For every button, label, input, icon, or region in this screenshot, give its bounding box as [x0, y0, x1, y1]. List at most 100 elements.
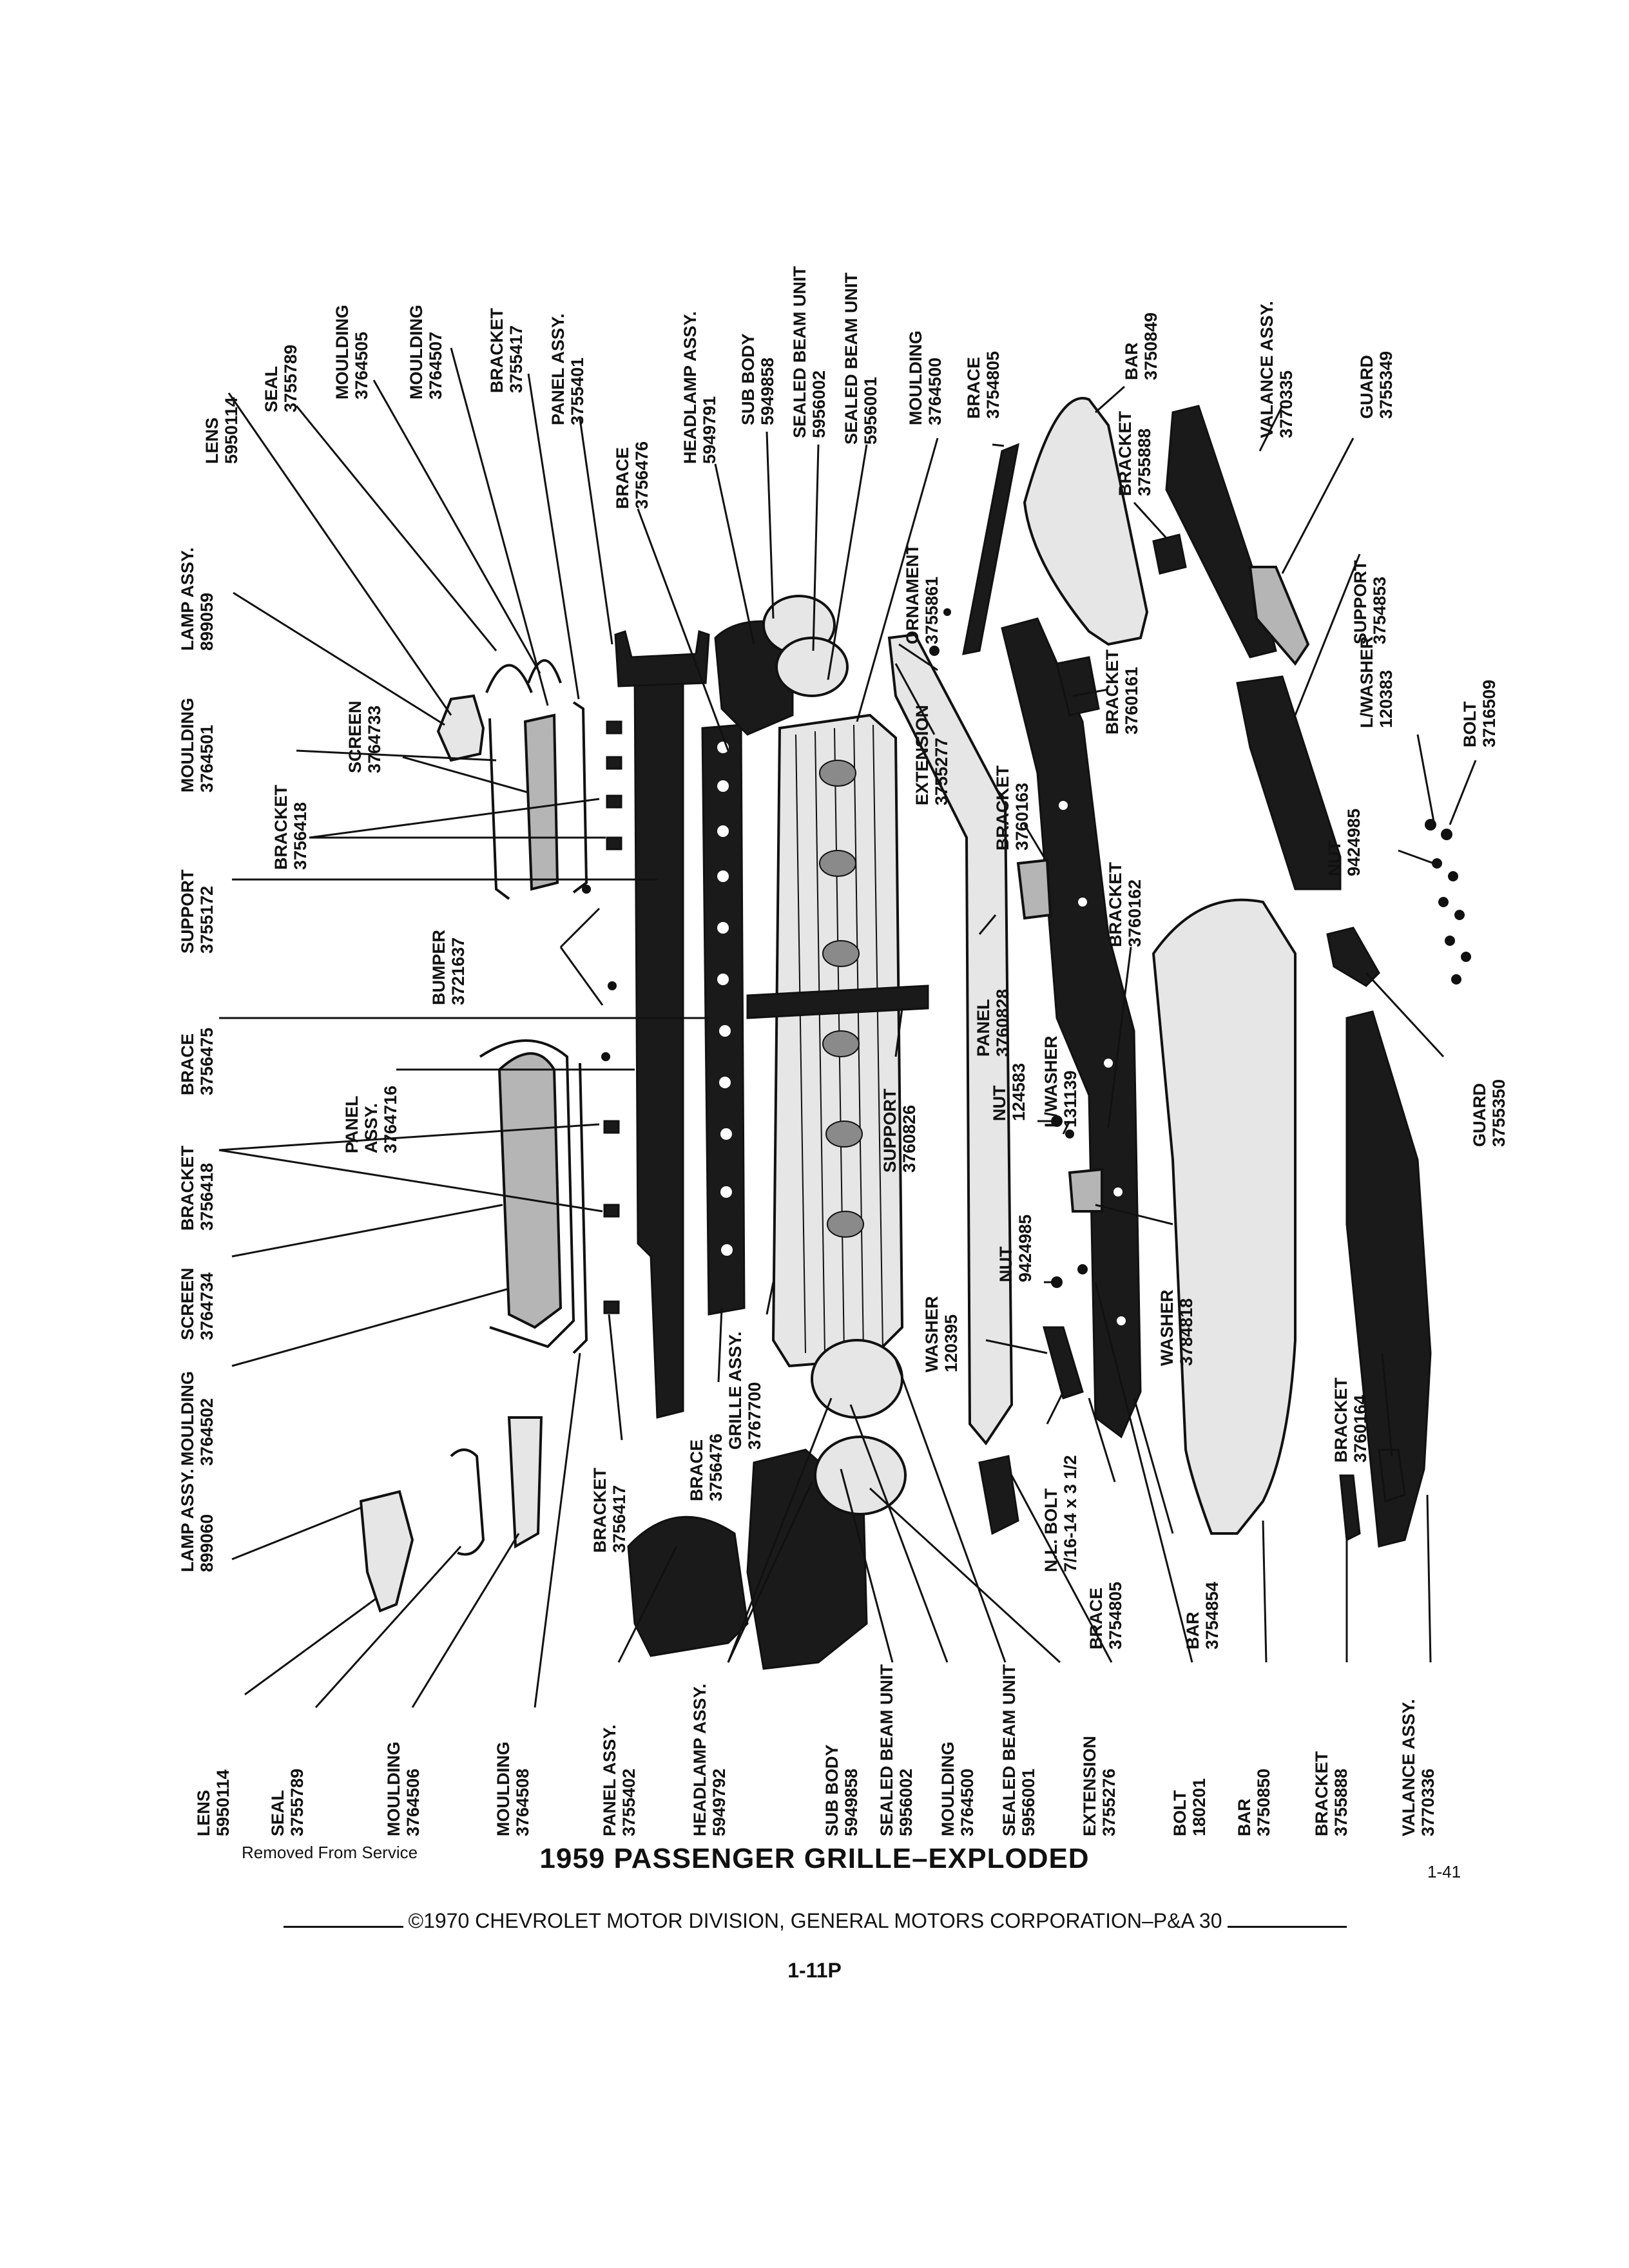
part-panel-3755401 [614, 630, 710, 687]
svg-text:120383: 120383 [1376, 670, 1396, 728]
part-seal-top [485, 664, 533, 693]
svg-text:SCREEN: SCREEN [345, 700, 365, 773]
svg-text:GRILLE ASSY.: GRILLE ASSY. [726, 1331, 745, 1450]
svg-text:131139: 131139 [1061, 1070, 1080, 1128]
part-headlamp-lower [627, 1339, 907, 1670]
label-seal-top: SEAL 3755789 [262, 345, 300, 412]
svg-text:120395: 120395 [941, 1314, 961, 1372]
svg-text:3756417: 3756417 [610, 1485, 629, 1553]
svg-text:HEADLAMP ASSY.: HEADLAMP ASSY. [680, 311, 700, 464]
svg-text:LENS: LENS [202, 418, 222, 464]
svg-text:3760826: 3760826 [900, 1105, 919, 1173]
svg-text:3764505: 3764505 [352, 332, 371, 399]
part-lamp-assy-bot [359, 1490, 414, 1613]
label-guard-3755350: GUARD 3755350 [1470, 1079, 1509, 1147]
svg-text:3767700: 3767700 [745, 1382, 764, 1450]
part-bar-3750849 [1023, 397, 1149, 646]
svg-text:MOULDING: MOULDING [938, 1742, 958, 1836]
label-moulding-3764500-bot: MOULDING 3764500 [938, 1742, 977, 1836]
svg-text:3750849: 3750849 [1141, 312, 1161, 380]
svg-text:3764508: 3764508 [513, 1769, 532, 1836]
label-headlamp-bot: HEADLAMP ASSY. 5949792 [690, 1684, 729, 1836]
svg-text:SUB BODY: SUB BODY [822, 1744, 842, 1836]
svg-text:BRACKET: BRACKET [487, 307, 506, 393]
rule-right [1227, 1926, 1347, 1928]
part-brackets-upper [606, 720, 622, 850]
label-washer-120395: WASHER 120395 [922, 1296, 961, 1372]
part-headlamp-upper [714, 595, 849, 736]
label-lwasher-131139: L/WASHER 131139 [1041, 1035, 1080, 1128]
svg-text:5956002: 5956002 [896, 1769, 916, 1836]
svg-text:9424985: 9424985 [1016, 1215, 1035, 1282]
svg-text:3764500: 3764500 [925, 358, 945, 425]
label-valance-3770335: VALANCE ASSY. 3770335 [1257, 301, 1296, 438]
label-lamp-assy-bot: LAMP ASSY. 899060 [178, 1468, 217, 1572]
svg-text:MOULDING: MOULDING [906, 331, 925, 425]
svg-text:3755888: 3755888 [1135, 428, 1154, 496]
part-screen-lower [497, 1052, 563, 1329]
label-support-3754853: SUPPORT 3754853 [1351, 560, 1389, 644]
part-moulding-top [527, 659, 562, 684]
label-extension-3755276: EXTENSION 3755276 [1080, 1736, 1119, 1836]
svg-text:3754805: 3754805 [1106, 1582, 1125, 1649]
part-brace-3754805-top [962, 443, 1019, 655]
svg-text:VALANCE ASSY.: VALANCE ASSY. [1399, 1699, 1418, 1836]
svg-text:GUARD: GUARD [1357, 355, 1376, 419]
svg-text:WASHER: WASHER [1157, 1289, 1177, 1366]
svg-text:BRACKET: BRACKET [993, 765, 1012, 850]
svg-text:3756475: 3756475 [197, 1028, 217, 1095]
svg-text:3755402: 3755402 [619, 1769, 639, 1836]
label-brace-3756476-bot: BRACE 3756476 [687, 1434, 726, 1501]
svg-text:BOLT: BOLT [1460, 701, 1480, 747]
label-valance-3770336: VALANCE ASSY. 3770336 [1399, 1699, 1438, 1836]
svg-text:WASHER: WASHER [922, 1296, 941, 1372]
label-bracket-3755417-top: BRACKET 3755417 [487, 307, 526, 393]
part-brace-column [701, 724, 746, 1316]
svg-text:BAR: BAR [1183, 1612, 1202, 1650]
part-seal-bot [450, 1448, 485, 1556]
svg-text:L/WASHER: L/WASHER [1041, 1035, 1061, 1128]
svg-text:3755789: 3755789 [287, 1769, 307, 1836]
svg-text:BRACE: BRACE [964, 357, 983, 419]
svg-text:NUT: NUT [996, 1246, 1016, 1282]
svg-text:BRACKET: BRACKET [1331, 1377, 1351, 1463]
label-bracket-3755888-bot: BRACKET 3755888 [1312, 1751, 1351, 1836]
svg-text:3754854: 3754854 [1202, 1582, 1222, 1649]
part-guard-3755349 [1248, 566, 1310, 666]
label-bar-3750850: BAR 3750850 [1235, 1769, 1273, 1836]
label-nut-124583: NUT 124583 [990, 1063, 1028, 1121]
label-bracket-3756418-mid: BRACKET 3756418 [178, 1145, 217, 1231]
svg-text:SUPPORT: SUPPORT [178, 869, 197, 954]
part-bracket-lower [1043, 1326, 1084, 1399]
part-bracket-3755888-bot [1339, 1474, 1361, 1542]
svg-text:3764501: 3764501 [197, 725, 217, 793]
svg-text:MOULDING: MOULDING [178, 1371, 197, 1466]
label-support-3760826: SUPPORT 3760826 [880, 1088, 919, 1173]
svg-text:NUT: NUT [1325, 840, 1344, 876]
svg-text:3755789: 3755789 [281, 345, 300, 412]
svg-text:MOULDING: MOULDING [178, 698, 197, 793]
svg-text:SEAL: SEAL [262, 366, 281, 412]
brace-holes [717, 742, 733, 1256]
svg-text:3755172: 3755172 [197, 886, 217, 954]
svg-text:BRACKET: BRACKET [1106, 861, 1125, 947]
svg-text:3721637: 3721637 [448, 937, 468, 1005]
svg-text:3756476: 3756476 [632, 441, 651, 509]
label-screen-3764734: SCREEN 3764734 [178, 1267, 217, 1340]
svg-text:899059: 899059 [197, 593, 217, 651]
copyright-text: ©1970 CHEVROLET MOTOR DIVISION, GENERAL … [408, 1909, 1222, 1932]
label-nl-bolt: N.L. BOLT 7/16-14 x 3 1/2 [1041, 1455, 1080, 1572]
part-moulding-3764508 [572, 1062, 588, 1354]
svg-text:MOULDING: MOULDING [384, 1742, 403, 1836]
svg-text:3764502: 3764502 [197, 1398, 217, 1466]
label-ornament-3755861: ORNAMENT 3755861 [903, 544, 941, 644]
label-panel-3755401: PANEL ASSY. 3755401 [548, 313, 587, 425]
label-washer-3784818: WASHER 3784818 [1157, 1289, 1196, 1366]
svg-text:BUMPER: BUMPER [429, 930, 448, 1005]
svg-text:3760161: 3760161 [1122, 667, 1141, 735]
svg-text:3764734: 3764734 [197, 1273, 217, 1340]
label-bracket-bar-3755888: BRACKET 3755888 [1115, 410, 1154, 496]
label-bumper-3721637: BUMPER 3721637 [429, 930, 468, 1005]
svg-text:899060: 899060 [197, 1514, 217, 1572]
rule-left [284, 1926, 403, 1928]
